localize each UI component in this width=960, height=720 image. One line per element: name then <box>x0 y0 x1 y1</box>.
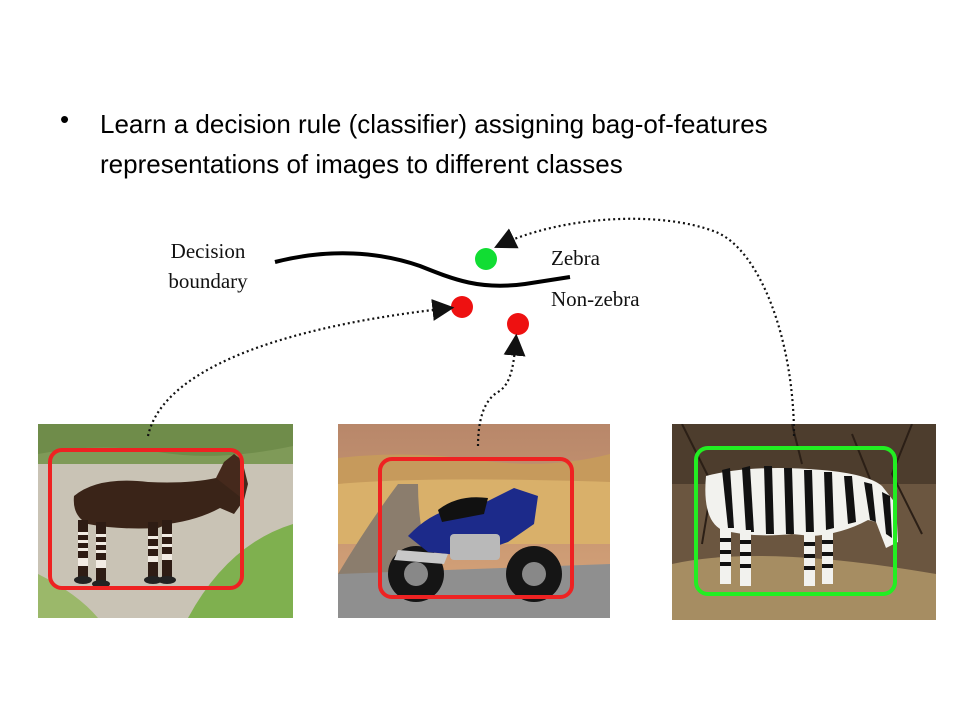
decision-label-line2: boundary <box>168 269 248 293</box>
zebra-arrow <box>494 217 796 437</box>
motorcycle-feature-point <box>507 313 529 335</box>
zebra-feature-point <box>475 248 497 270</box>
decision-label-line1: Decision <box>170 239 246 263</box>
zebra-class-label: Zebra <box>551 246 600 270</box>
okapi-feature-point <box>451 296 473 318</box>
decision-boundary-curve <box>274 251 571 288</box>
okapi-arrow <box>146 298 455 437</box>
nonzebra-class-label: Non-zebra <box>551 287 640 311</box>
okapi-region-frame <box>48 448 244 590</box>
motorcycle-arrow <box>476 333 526 447</box>
decision-boundary-label: Decision boundary <box>162 236 254 296</box>
motorcycle-region-frame <box>378 457 574 599</box>
zebra-region-frame <box>694 446 897 596</box>
bullet-marker: • <box>60 104 70 134</box>
bullet-text: Learn a decision rule (classifier) assig… <box>100 109 768 179</box>
